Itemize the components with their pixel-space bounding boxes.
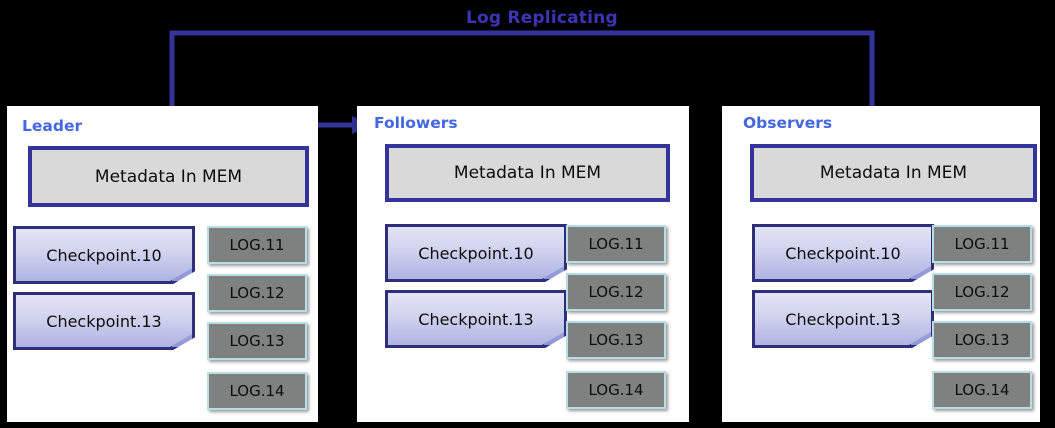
checkpoint-label: Checkpoint.13: [418, 309, 534, 329]
log-item[interactable]: LOG.11: [207, 226, 307, 264]
checkpoint-list-leader: Checkpoint.10 Checkpoint.13: [13, 226, 195, 358]
log-item[interactable]: LOG.12: [932, 273, 1032, 311]
checkpoint-item[interactable]: Checkpoint.10: [385, 224, 567, 282]
panel-title-observers: Observers: [743, 114, 833, 132]
page-fold-icon: [170, 334, 192, 347]
checkpoint-item[interactable]: Checkpoint.10: [13, 226, 195, 284]
checkpoint-item[interactable]: Checkpoint.13: [752, 290, 934, 348]
panel-observers[interactable]: Observers Metadata In MEM Checkpoint.10 …: [722, 106, 1040, 422]
metadata-box-observers: Metadata In MEM: [750, 144, 1037, 202]
log-item[interactable]: LOG.11: [932, 225, 1032, 263]
page-fold-icon: [542, 332, 564, 345]
log-list-observers: LOG.11 LOG.12 LOG.13 LOG.14: [932, 225, 1032, 419]
checkpoint-label: Checkpoint.10: [418, 243, 534, 263]
checkpoint-label: Checkpoint.13: [46, 311, 162, 331]
panel-leader[interactable]: Leader Metadata In MEM Checkpoint.10 Che…: [7, 106, 318, 422]
checkpoint-list-followers: Checkpoint.10 Checkpoint.13: [385, 224, 567, 356]
log-item[interactable]: LOG.14: [932, 371, 1032, 409]
page-fold-icon: [542, 266, 564, 279]
log-item[interactable]: LOG.13: [207, 322, 307, 360]
panel-title-followers: Followers: [374, 114, 458, 132]
panel-title-leader: Leader: [22, 117, 83, 135]
log-item[interactable]: LOG.14: [207, 372, 307, 410]
checkpoint-list-observers: Checkpoint.10 Checkpoint.13: [752, 224, 934, 356]
log-item[interactable]: LOG.13: [566, 321, 666, 359]
log-item[interactable]: LOG.11: [566, 225, 666, 263]
log-item[interactable]: LOG.14: [566, 371, 666, 409]
checkpoint-label: Checkpoint.10: [785, 243, 901, 263]
log-list-leader: LOG.11 LOG.12 LOG.13 LOG.14: [207, 226, 307, 420]
page-fold-icon: [909, 332, 931, 345]
metadata-box-followers: Metadata In MEM: [385, 144, 670, 202]
log-item[interactable]: LOG.12: [207, 274, 307, 312]
checkpoint-label: Checkpoint.10: [46, 245, 162, 265]
page-fold-icon: [909, 266, 931, 279]
page-fold-icon: [170, 268, 192, 281]
log-item[interactable]: LOG.13: [932, 321, 1032, 359]
replication-title: Log Replicating: [466, 8, 618, 28]
log-item[interactable]: LOG.12: [566, 273, 666, 311]
log-list-followers: LOG.11 LOG.12 LOG.13 LOG.14: [566, 225, 666, 419]
checkpoint-item[interactable]: Checkpoint.13: [385, 290, 567, 348]
checkpoint-item[interactable]: Checkpoint.10: [752, 224, 934, 282]
checkpoint-item[interactable]: Checkpoint.13: [13, 292, 195, 350]
metadata-box-leader: Metadata In MEM: [28, 146, 309, 207]
checkpoint-label: Checkpoint.13: [785, 309, 901, 329]
panel-followers[interactable]: Followers Metadata In MEM Checkpoint.10 …: [357, 106, 689, 422]
